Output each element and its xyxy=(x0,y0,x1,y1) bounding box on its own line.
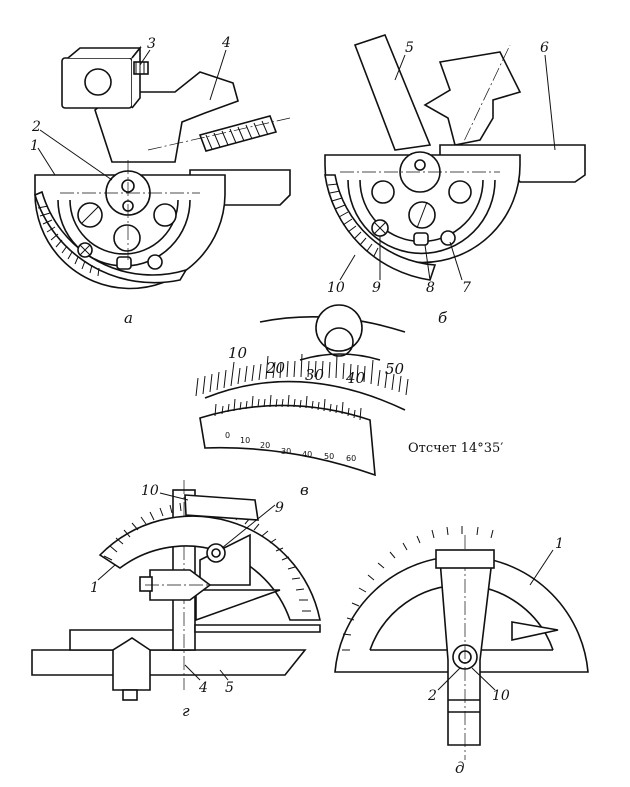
protractor-arc-g xyxy=(98,515,321,621)
labels-b: 5 6 7 8 9 10 б xyxy=(327,40,556,327)
label-g-1: 1 xyxy=(90,580,99,596)
main-label-20: 20 xyxy=(265,359,286,377)
label-a-4: 4 xyxy=(221,35,231,51)
knurled-handle xyxy=(198,115,278,152)
vernier-label-10: 10 xyxy=(240,436,250,445)
label-b-5: 5 xyxy=(405,40,414,56)
vernier-label-60: 60 xyxy=(346,454,356,463)
main-scale-ticks xyxy=(195,353,409,397)
main-label-40: 40 xyxy=(345,369,366,387)
label-a-2: 2 xyxy=(31,119,41,135)
caption-d: д xyxy=(455,759,465,777)
screw-9 xyxy=(206,543,226,563)
labels-d: 1 2 10 д xyxy=(427,536,564,777)
blade-5 xyxy=(353,34,432,151)
vernier-plate xyxy=(199,404,376,477)
reading-text: Отсчет 14°35′ xyxy=(408,441,503,456)
caption-g: г xyxy=(182,702,190,720)
labels-g: 1 4 5 9 10 г xyxy=(90,483,284,720)
vernier-ticks xyxy=(214,394,362,421)
label-b-8: 8 xyxy=(426,280,435,296)
scale-ticks-a xyxy=(37,205,100,277)
label-b-7: 7 xyxy=(462,280,471,296)
figure-b xyxy=(324,34,586,281)
clamp-g-bottom xyxy=(112,637,151,691)
label-g-9: 9 xyxy=(275,500,284,516)
figure-g xyxy=(31,480,321,701)
main-label-10: 10 xyxy=(228,344,248,362)
figure-a xyxy=(34,45,291,290)
main-label-50: 50 xyxy=(385,360,405,378)
arc-ticks-d xyxy=(342,526,494,651)
sector-a xyxy=(34,190,188,284)
caption-v: в xyxy=(300,481,309,499)
label-a-1: 1 xyxy=(30,138,39,154)
main-label-30: 30 xyxy=(305,366,325,384)
label-g-4: 4 xyxy=(198,680,208,696)
label-b-10: 10 xyxy=(327,280,345,296)
label-d-2: 2 xyxy=(427,688,437,704)
labels-v: 10 20 30 40 50 0 10 20 30 40 50 60 Отсче… xyxy=(225,344,503,499)
label-g-5: 5 xyxy=(225,680,234,696)
caption-a: а xyxy=(124,309,133,327)
label-b-9: 9 xyxy=(372,280,381,296)
vernier-label-20: 20 xyxy=(260,441,270,450)
profile-part xyxy=(423,51,522,146)
label-b-6: 6 xyxy=(540,40,549,56)
figure-d xyxy=(334,526,589,760)
label-g-10: 10 xyxy=(141,483,159,499)
clamp-block xyxy=(61,57,133,109)
label-d-10: 10 xyxy=(492,688,510,704)
caption-b: б xyxy=(438,309,448,327)
figure-v xyxy=(195,304,409,477)
main-scale-arc xyxy=(204,380,406,411)
ruler-5 xyxy=(31,649,307,676)
labels-a: 1 2 3 4 а xyxy=(30,35,231,327)
label-a-3: 3 xyxy=(147,36,156,52)
vernier-label-30: 30 xyxy=(281,447,291,456)
vernier-label-0: 0 xyxy=(225,431,230,440)
vernier-label-40: 40 xyxy=(302,450,312,459)
vernier-10-g xyxy=(184,494,259,521)
label-d-1: 1 xyxy=(555,536,564,552)
vernier-label-50: 50 xyxy=(324,452,334,461)
